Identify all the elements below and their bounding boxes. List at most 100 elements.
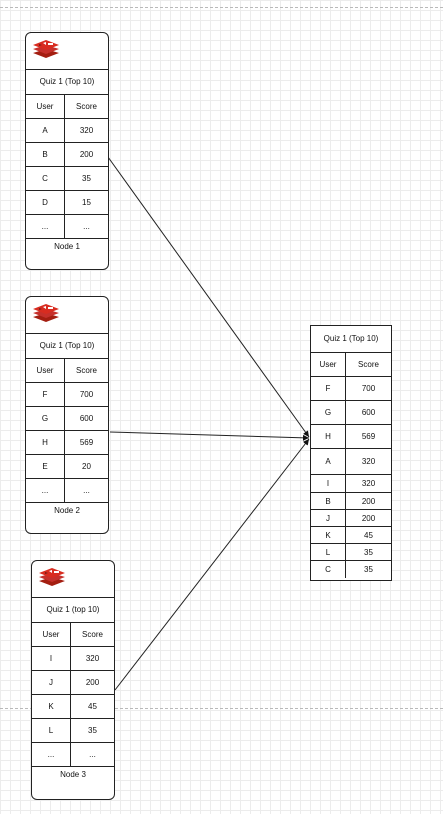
cell-user: G (26, 407, 65, 430)
redis-icon (33, 40, 59, 58)
table-title: Quiz 1 (Top 10) (311, 326, 391, 353)
cell-user: I (311, 475, 346, 492)
table-header-row: User Score (26, 95, 108, 119)
redis-node-1[interactable]: Quiz 1 (Top 10) User Score A 320 B 200 C… (25, 32, 109, 270)
cell-score: 569 (361, 432, 376, 441)
cell-user: ... (32, 743, 71, 766)
cell-user: H (26, 431, 65, 454)
cell-score: 320 (79, 126, 94, 135)
table-row: K 45 (311, 527, 391, 544)
cell-user: J (311, 510, 346, 526)
table-row: A 320 (311, 449, 391, 475)
table-row: G 600 (26, 407, 108, 431)
table-row: B 200 (26, 143, 108, 167)
table-row: I 320 (32, 647, 114, 671)
table-row: K 45 (32, 695, 114, 719)
redis-icon (39, 568, 65, 586)
cell-score: 200 (361, 513, 376, 523)
table-row: L 35 (32, 719, 114, 743)
cell-user: F (26, 383, 65, 406)
node-label: Node 2 (54, 506, 80, 515)
table-row: E 20 (26, 455, 108, 479)
redis-node-3[interactable]: Quiz 1 (top 10) User Score I 320 J 200 K… (31, 560, 115, 800)
table-header-row: User Score (26, 359, 108, 383)
cell-user: L (32, 719, 71, 742)
cell-user: J (32, 671, 71, 694)
cell-user: D (26, 191, 65, 214)
cell-user: I (32, 647, 71, 670)
cell-score: 569 (79, 438, 94, 447)
cell-score: ... (83, 222, 90, 231)
cell-user: A (26, 119, 65, 142)
table-row: J 200 (311, 510, 391, 527)
column-header-score: Score (76, 366, 97, 375)
node-label: Node 1 (54, 242, 80, 251)
cell-score: 700 (361, 384, 376, 393)
cell-score: ... (83, 486, 90, 495)
node-label: Node 3 (60, 770, 86, 779)
redis-icon (33, 304, 59, 322)
connector-node1-to-result (107, 156, 310, 438)
table-row: ... ... (26, 215, 108, 239)
table-row: ... ... (32, 743, 114, 767)
table-title: Quiz 1 (Top 10) (26, 70, 108, 95)
cell-user: F (311, 377, 346, 400)
cell-user: B (311, 493, 346, 509)
node-3-table: Quiz 1 (top 10) User Score I 320 J 200 K… (32, 597, 114, 767)
cell-score: 35 (82, 174, 91, 183)
table-row: G 600 (311, 401, 391, 425)
cell-user: K (32, 695, 71, 718)
table-row: F 700 (311, 377, 391, 401)
cell-user: A (311, 449, 346, 474)
node-2-table: Quiz 1 (Top 10) User Score F 700 G 600 H… (26, 333, 108, 503)
cell-score: 45 (364, 530, 373, 540)
cell-score: 45 (88, 702, 97, 711)
cell-score: 20 (82, 462, 91, 471)
cell-user: E (26, 455, 65, 478)
table-row: J 200 (32, 671, 114, 695)
cell-user: K (311, 527, 346, 543)
column-header-score: Score (358, 360, 379, 369)
table-row: H 569 (311, 425, 391, 449)
redis-node-2[interactable]: Quiz 1 (Top 10) User Score F 700 G 600 H… (25, 296, 109, 534)
merged-result-table[interactable]: Quiz 1 (Top 10) User Score F 700 G 600 H… (310, 325, 392, 581)
table-row: F 700 (26, 383, 108, 407)
table-title: Quiz 1 (top 10) (32, 598, 114, 623)
cell-score: 600 (361, 408, 376, 417)
cell-score: 320 (361, 457, 376, 466)
table-row: H 569 (26, 431, 108, 455)
table-row: ... ... (26, 479, 108, 503)
cell-score: 35 (364, 547, 373, 557)
table-row: D 15 (26, 191, 108, 215)
connector-node2-to-result (109, 431, 310, 441)
cell-score: ... (89, 750, 96, 759)
page-boundary-top (0, 7, 443, 8)
cell-user: C (311, 561, 346, 578)
table-row: C 35 (311, 561, 391, 578)
cell-user: C (26, 167, 65, 190)
connector-node3-to-result (114, 438, 310, 691)
table-row: I 320 (311, 475, 391, 493)
cell-score: 35 (88, 726, 97, 735)
table-header-row: User Score (311, 353, 391, 377)
node-1-table: Quiz 1 (Top 10) User Score A 320 B 200 C… (26, 69, 108, 239)
cell-score: 15 (82, 198, 91, 207)
cell-score: 200 (79, 150, 94, 159)
cell-score: 35 (364, 565, 373, 574)
cell-user: H (311, 425, 346, 448)
column-header-user: User (32, 623, 71, 646)
column-header-score: Score (82, 630, 103, 639)
table-header-row: User Score (32, 623, 114, 647)
cell-user: L (311, 544, 346, 560)
table-row: C 35 (26, 167, 108, 191)
cell-score: 700 (79, 390, 94, 399)
cell-user: ... (26, 215, 65, 238)
cell-score: 320 (85, 654, 100, 663)
cell-user: G (311, 401, 346, 424)
table-row: A 320 (26, 119, 108, 143)
table-title: Quiz 1 (Top 10) (26, 334, 108, 359)
cell-score: 200 (85, 678, 100, 687)
column-header-score: Score (76, 102, 97, 111)
column-header-user: User (26, 95, 65, 118)
cell-user: ... (26, 479, 65, 502)
